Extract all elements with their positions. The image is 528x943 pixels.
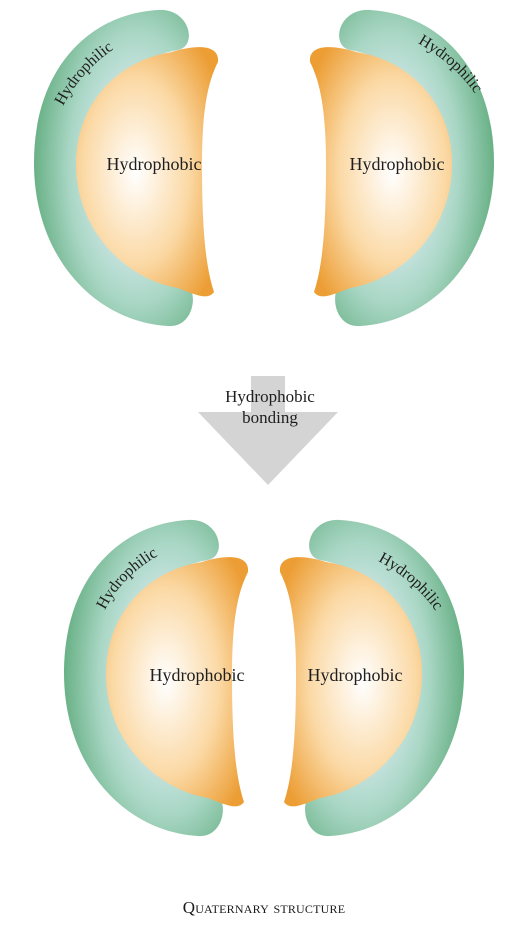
hydrophobic-label: Hydrophobic [350, 154, 445, 174]
subunit-bottom-right: Hydrophilic Hydrophobic [280, 520, 464, 836]
arrow-label-line2: bonding [242, 408, 298, 427]
figure-caption: Quaternary structure [0, 898, 528, 918]
subunit-top-left: Hydrophilic Hydrophobic [34, 10, 218, 326]
hydrophobic-label: Hydrophobic [150, 665, 245, 685]
hydrophobic-bonding-arrow: Hydrophobic bonding [198, 376, 338, 485]
arrow-label-line1: Hydrophobic [225, 387, 315, 406]
hydrophobic-label: Hydrophobic [107, 154, 202, 174]
subunit-top-right: Hydrophilic Hydrophobic [310, 10, 496, 326]
subunit-bottom-left: Hydrophilic Hydrophobic [64, 520, 248, 836]
hydrophobic-label: Hydrophobic [308, 665, 403, 685]
